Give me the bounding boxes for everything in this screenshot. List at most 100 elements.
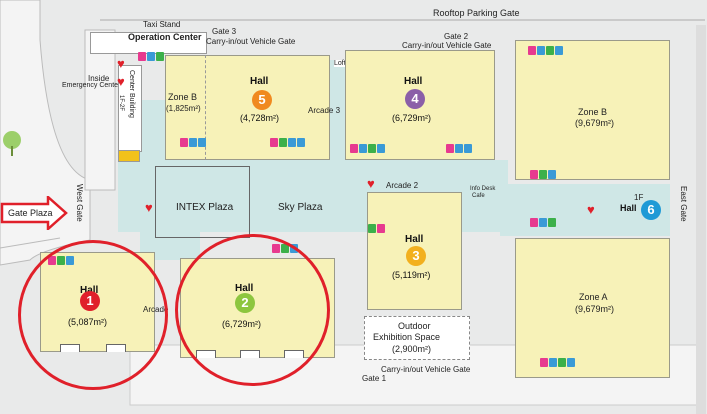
arcade3-label: Arcade 3 — [308, 106, 341, 115]
zone-b-right-label: Zone B — [578, 107, 608, 117]
zone-a-label: Zone A — [579, 292, 608, 302]
aed-icon: ♥ — [117, 74, 125, 89]
intex-plaza-label: INTEX Plaza — [176, 202, 234, 213]
elevator-icon — [279, 138, 287, 147]
toilet-icon — [567, 358, 575, 367]
arcade2-label: Arcade 2 — [386, 181, 419, 190]
amenity-strip — [180, 138, 206, 147]
toilet-icon — [539, 218, 547, 227]
toilet-icon — [530, 170, 538, 179]
zone-b-right[interactable] — [515, 40, 670, 180]
aed-icon: ♥ — [367, 176, 375, 191]
highlight-ring-hall-1 — [18, 240, 168, 390]
zone-b-left-area: (1,825m²) — [166, 104, 201, 113]
gate-plaza-arrow — [0, 196, 68, 230]
toilet-icon — [270, 138, 278, 147]
toilet-icon — [446, 144, 454, 153]
highlight-ring-hall-2 — [175, 234, 330, 386]
west-gate-label: West Gate — [75, 184, 84, 222]
toilet-icon — [464, 144, 472, 153]
toilet-icon — [147, 52, 155, 61]
cafe-label: Cafe — [472, 193, 485, 199]
elevator-icon — [539, 170, 547, 179]
amenity-strip — [530, 170, 556, 179]
center-building-sub: 1F-2F — [118, 95, 124, 112]
gate1-label: Gate 1 — [362, 374, 387, 383]
hall-6-label: Hall — [620, 203, 637, 213]
gate3-label: Gate 3 — [212, 27, 237, 36]
zone-b-left-label: Zone B — [168, 92, 198, 102]
toilet-icon — [540, 358, 548, 367]
operation-center-label: Operation Center — [128, 32, 202, 42]
carry-gate-bottom-label: Carry-in/out Vehicle Gate — [381, 365, 471, 374]
elevator-icon — [156, 52, 164, 61]
gate-plaza-label: Gate Plaza — [8, 208, 53, 218]
toilet-icon — [537, 46, 545, 55]
toilet-icon — [455, 144, 463, 153]
amenity-strip — [530, 218, 556, 227]
toilet-icon — [189, 138, 197, 147]
shop-marker — [118, 150, 140, 162]
outdoor-label-1: Outdoor — [398, 321, 431, 331]
hall-4-area: (6,729m²) — [392, 113, 432, 123]
toilet-icon — [138, 52, 146, 61]
toilet-icon — [297, 138, 305, 147]
center-building-box — [118, 65, 142, 152]
toilet-icon — [528, 46, 536, 55]
gate2-label: Gate 2 — [444, 32, 469, 41]
amenity-strip — [446, 144, 472, 153]
toilet-icon — [549, 358, 557, 367]
hall-3-label: Hall — [405, 234, 424, 245]
hall-3-area: (5,119m²) — [392, 270, 431, 280]
aed-icon: ♥ — [145, 200, 153, 215]
sky-plaza-label: Sky Plaza — [278, 202, 323, 213]
elevator-icon — [558, 358, 566, 367]
zone-a-area: (9,679m²) — [575, 304, 615, 314]
toilet-icon — [180, 138, 188, 147]
aed-icon: ♥ — [587, 202, 595, 217]
toilet-icon — [548, 170, 556, 179]
toilet-icon — [530, 218, 538, 227]
elevator-icon — [546, 46, 554, 55]
emergency-center-label: Emergency Center — [62, 82, 121, 89]
zone-a[interactable] — [515, 238, 670, 378]
inside-label: Inside — [88, 74, 110, 83]
amenity-strip — [528, 46, 563, 55]
amenity-strip — [368, 224, 385, 233]
toilet-icon — [555, 46, 563, 55]
outdoor-area: (2,900m²) — [392, 344, 432, 354]
outdoor-label-2: Exhibition Space — [373, 332, 441, 342]
carry-gate-right-label: Carry-in/out Vehicle Gate — [402, 41, 492, 50]
amenity-strip — [138, 52, 164, 61]
outdoor-exhibition-box[interactable] — [364, 316, 470, 360]
toilet-icon — [288, 138, 296, 147]
toilet-icon — [350, 144, 358, 153]
rooftop-parking-gate-label: Rooftop Parking Gate — [433, 8, 520, 18]
hall-3-number: 3 — [406, 246, 426, 266]
taxi-stand-label: Taxi Stand — [143, 20, 181, 29]
hall-5-label: Hall — [250, 76, 269, 87]
amenity-strip — [350, 144, 385, 153]
hall-4-number: 4 — [405, 89, 425, 109]
zone-b-right-area: (9,679m²) — [575, 118, 615, 128]
toilet-icon — [359, 144, 367, 153]
zone-divider — [205, 55, 206, 160]
carry-gate-left-label: Carry-in/out Vehicle Gate — [206, 37, 296, 46]
loft-label: Loft 3 — [334, 60, 352, 67]
hall-5-number: 5 — [252, 90, 272, 110]
intex-plaza-box — [155, 166, 250, 238]
toilet-icon — [377, 144, 385, 153]
toilet-icon — [377, 224, 385, 233]
arcade2-area — [350, 160, 500, 192]
amenity-strip — [540, 358, 575, 367]
elevator-icon — [368, 224, 376, 233]
hall-4-label: Hall — [404, 76, 423, 87]
hall-5-area: (4,728m²) — [240, 113, 280, 123]
hall-6-floor: 1F — [634, 193, 644, 202]
center-building-label: Center Building — [128, 70, 135, 118]
elevator-icon — [548, 218, 556, 227]
toilet-icon — [198, 138, 206, 147]
hall-6-number: 6 — [641, 200, 661, 220]
amenity-strip — [270, 138, 305, 147]
